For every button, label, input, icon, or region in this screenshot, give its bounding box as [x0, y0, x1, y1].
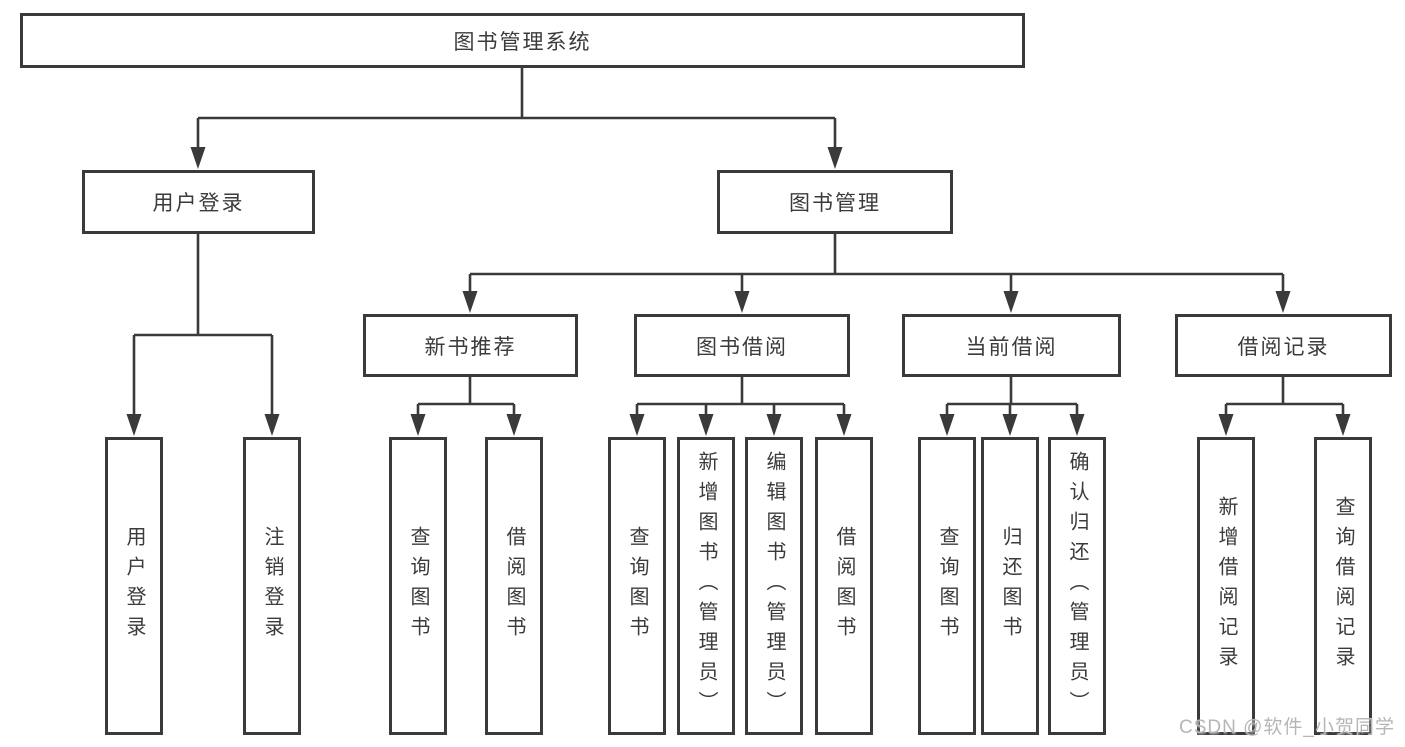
node-current-borrowing: 当前借阅 — [902, 314, 1121, 377]
leaf-query-books-borrow: 查询图书 — [608, 437, 666, 735]
leaf-query-borrow-record: 查询借阅记录 — [1314, 437, 1372, 735]
node-library-management-system: 图书管理系统 — [20, 13, 1025, 68]
leaf-user-login: 用户登录 — [105, 437, 163, 735]
leaf-return-books: 归还图书 — [981, 437, 1039, 735]
leaf-confirm-return-admin: 确认归还（管理员） — [1048, 437, 1106, 735]
leaf-borrow-books: 借阅图书 — [815, 437, 873, 735]
leaf-add-books-admin: 新增图书（管理员） — [677, 437, 735, 735]
leaf-add-borrow-record: 新增借阅记录 — [1197, 437, 1255, 735]
arrowheads — [126, 147, 1351, 436]
node-borrowing-records: 借阅记录 — [1175, 314, 1392, 377]
node-book-management: 图书管理 — [717, 170, 953, 234]
leaf-borrow-books-recommend: 借阅图书 — [485, 437, 543, 735]
leaf-query-books-current: 查询图书 — [918, 437, 976, 735]
leaf-edit-books-admin: 编辑图书（管理员） — [745, 437, 803, 735]
leaf-query-books-recommend: 查询图书 — [389, 437, 447, 735]
node-book-borrowing: 图书借阅 — [634, 314, 850, 377]
node-new-book-recommend: 新书推荐 — [363, 314, 578, 377]
leaf-logout: 注销登录 — [243, 437, 301, 735]
node-user-login: 用户登录 — [82, 170, 315, 234]
csdn-watermark: CSDN @软件_小贺同学 — [1179, 717, 1395, 738]
